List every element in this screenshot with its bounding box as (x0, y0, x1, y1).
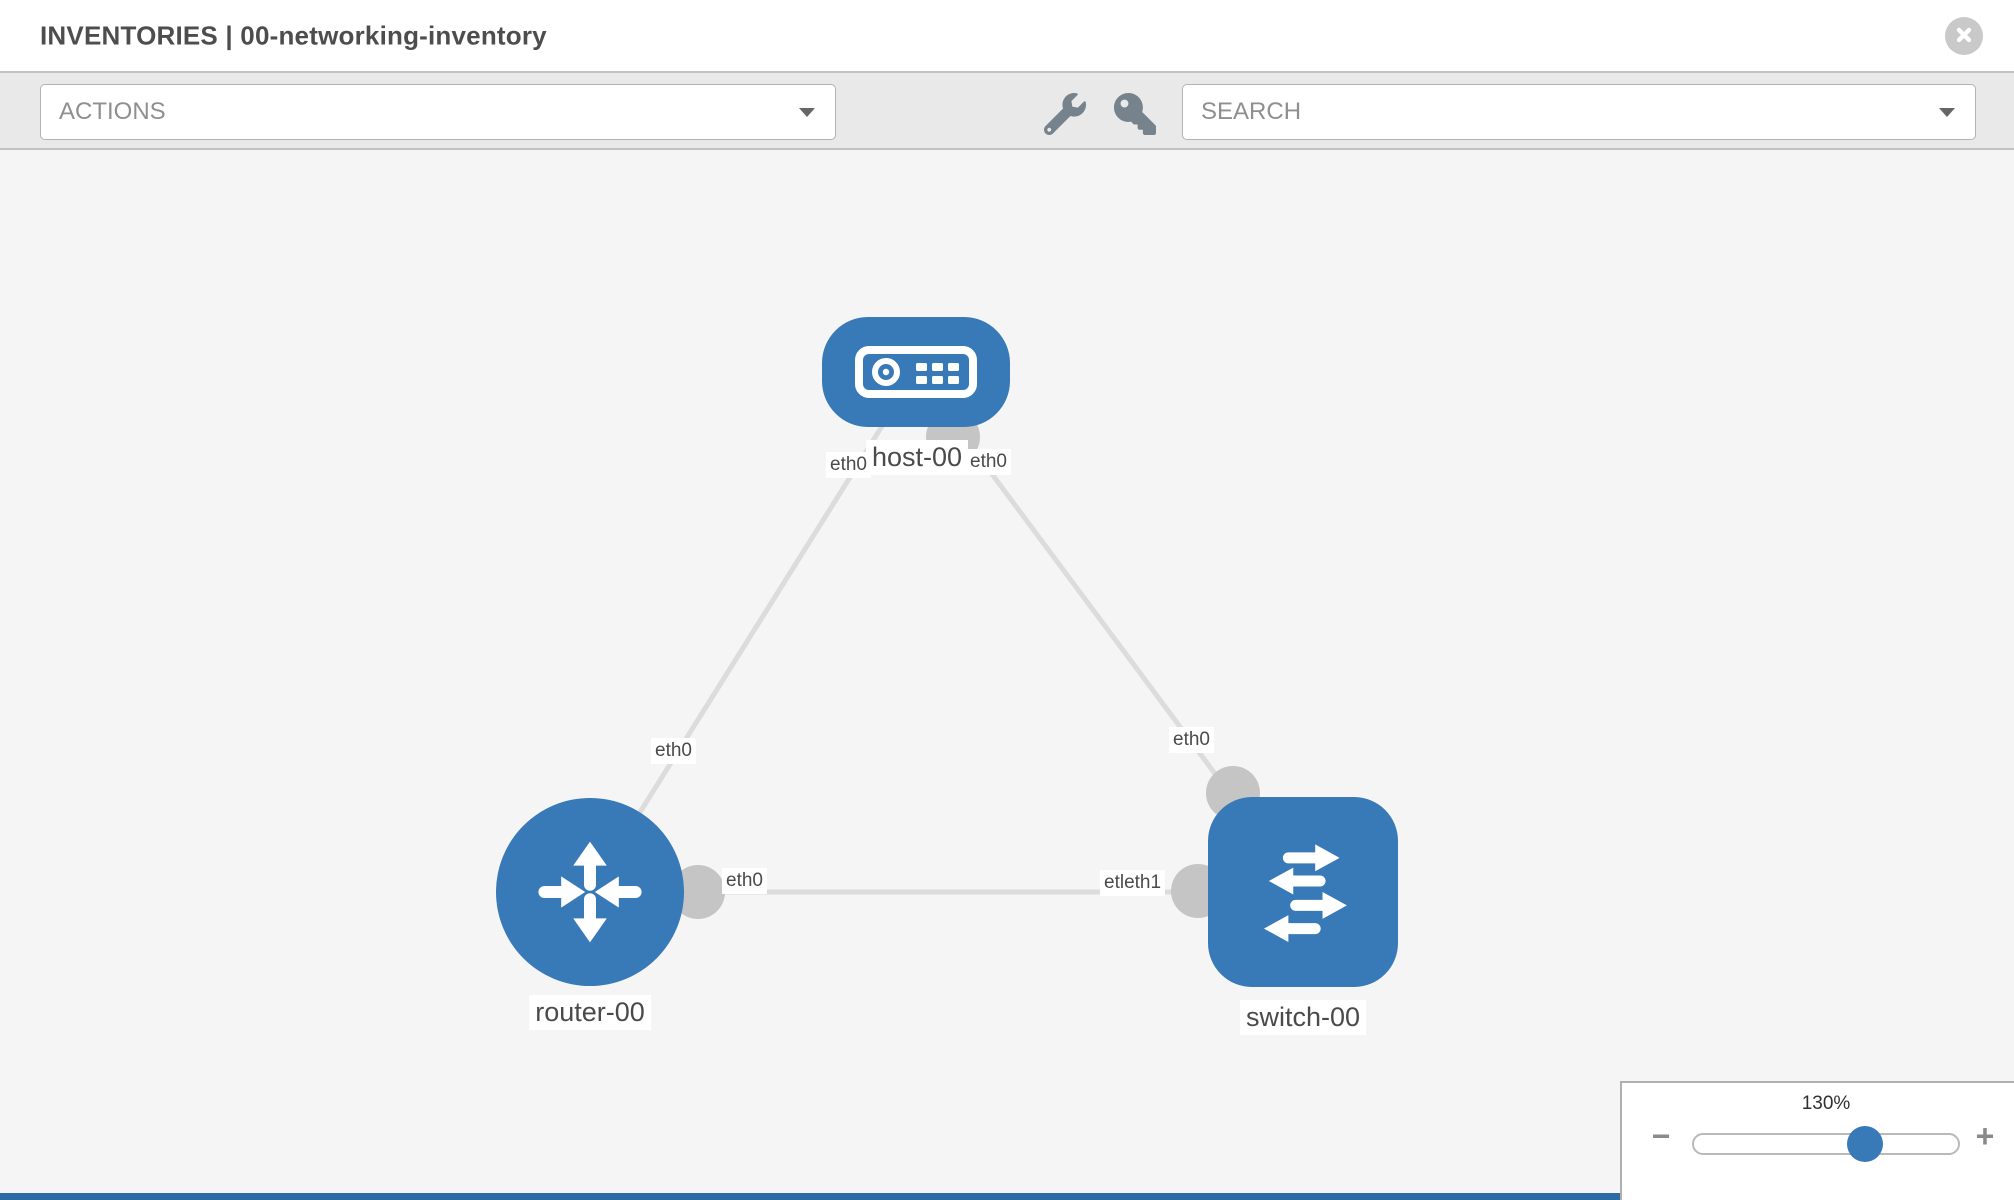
zoom-slider-track[interactable] (1692, 1133, 1960, 1155)
toolbar: ACTIONS SEARCH (0, 71, 2014, 150)
chevron-down-icon (799, 108, 815, 117)
iface-label-switch-top: eth0 (1169, 727, 1214, 753)
credentials-button[interactable] (1114, 93, 1156, 135)
host-icon (853, 340, 979, 404)
topology-canvas[interactable]: host-00 router-00 switch-00 eth0 eth0 et… (0, 150, 2014, 1200)
iface-label-host-right: eth0 (966, 449, 1011, 475)
inventory-header: INVENTORIES | 00-networking-inventory (0, 0, 2014, 71)
router-icon (530, 832, 650, 952)
zoom-out-button[interactable]: − (1646, 1120, 1676, 1152)
node-router-00[interactable] (496, 798, 684, 986)
node-switch-00[interactable] (1208, 797, 1398, 987)
zoom-in-button[interactable]: + (1970, 1120, 2000, 1152)
wrench-icon (1043, 93, 1086, 138)
zoom-slider-knob[interactable] (1847, 1126, 1883, 1162)
key-icon (1114, 93, 1156, 138)
actions-dropdown-label: ACTIONS (59, 98, 166, 125)
iface-label-router-right: eth0 (722, 868, 767, 894)
chevron-down-icon (1939, 108, 1955, 117)
node-label-switch: switch-00 (1239, 1000, 1367, 1035)
page-title: INVENTORIES | 00-networking-inventory (40, 20, 547, 50)
zoom-level-value: 130% (1801, 1093, 1851, 1114)
node-label-router: router-00 (529, 995, 651, 1030)
search-dropdown[interactable]: SEARCH (1182, 84, 1976, 140)
switch-icon (1242, 831, 1364, 953)
key-bar (0, 1193, 1620, 1200)
search-placeholder: SEARCH (1201, 98, 1302, 125)
close-button[interactable] (1945, 17, 1983, 55)
iface-label-host-left: eth0 (826, 452, 871, 478)
iface-label-router-top: eth0 (651, 738, 696, 764)
node-label-host: host-00 (865, 440, 969, 475)
actions-dropdown[interactable]: ACTIONS (40, 84, 836, 140)
node-host-00[interactable] (822, 317, 1010, 427)
close-icon (1954, 25, 1974, 48)
zoom-panel: 130% − + (1620, 1081, 2014, 1200)
configure-button[interactable] (1043, 93, 1086, 138)
iface-label-switch-left: etleth1 (1100, 870, 1166, 896)
topology-links (587, 370, 1306, 895)
